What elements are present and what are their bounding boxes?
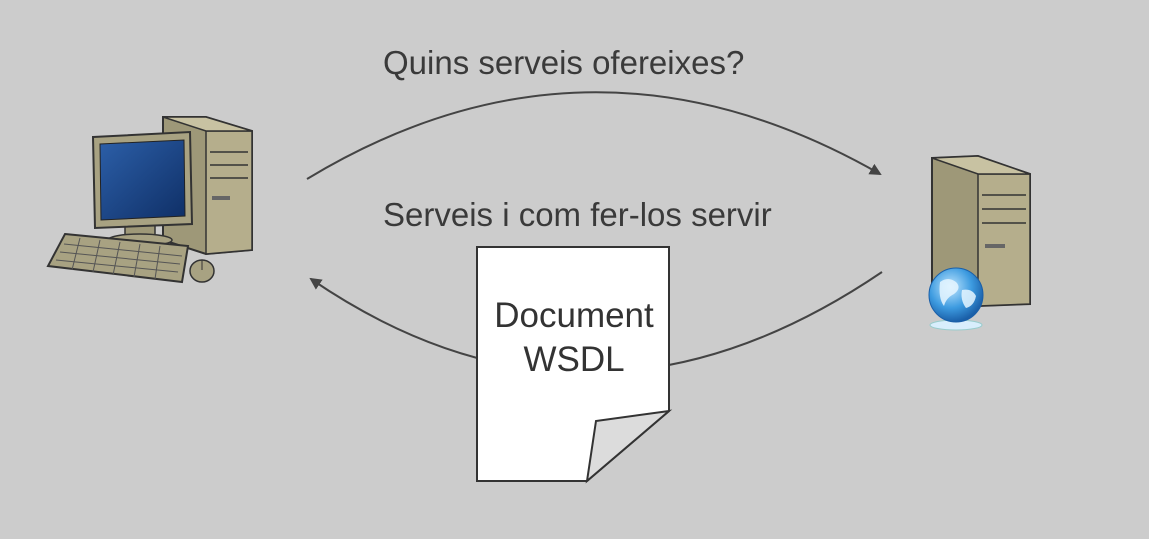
document-title-line1: Document (494, 296, 654, 335)
response-label: Serveis i com fer-los servir (383, 196, 772, 233)
request-arrow (306, 91, 882, 180)
document-title-line2: WSDL (523, 340, 625, 379)
desktop-computer-icon (46, 116, 253, 284)
globe-icon (928, 267, 984, 331)
document-icon (476, 246, 673, 484)
request-label: Quins serveis ofereixes? (383, 44, 745, 81)
